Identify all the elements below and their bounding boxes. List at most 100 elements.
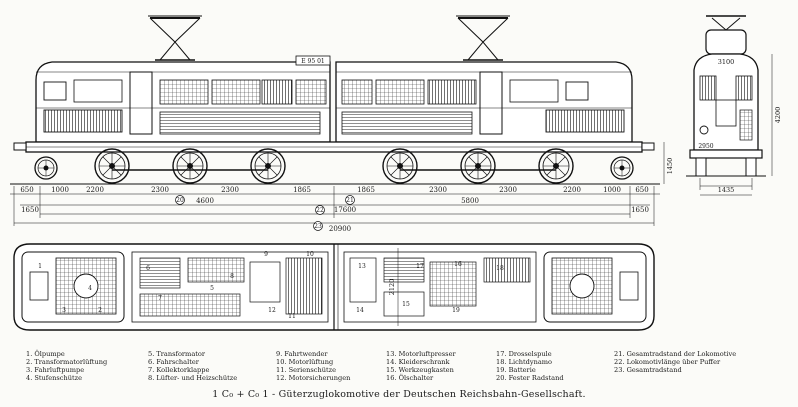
legend: 1. Ölpumpe 2. Transformatorlüftung 3. Fa… xyxy=(26,350,786,386)
legend-item: 13. Motorluftpresser xyxy=(386,350,456,358)
plan-callout: 5 xyxy=(210,285,214,292)
dim-label: 2200 xyxy=(86,186,104,194)
dim-label: 2300 xyxy=(221,186,239,194)
dim-label: 2200 xyxy=(563,186,581,194)
dim-label: 4200 xyxy=(774,107,782,124)
legend-item: 18. Lichtdynamo xyxy=(496,358,553,366)
legend-item: 9. Fahrtwender xyxy=(276,350,328,358)
plan-callout: 14 xyxy=(356,307,364,314)
legend-item: 10. Motorlüftung xyxy=(276,358,334,366)
legend-item: 20. Fester Radstand xyxy=(496,374,564,382)
buffer-right xyxy=(641,142,655,151)
pantograph-left xyxy=(148,15,202,61)
legend-item: 14. Kleiderschrank xyxy=(386,358,450,366)
wheel xyxy=(94,148,130,184)
plan-callout: 11 xyxy=(288,313,296,320)
figure-caption: 1 C₀ + C₀ 1 - Güterzuglokomotive der Deu… xyxy=(212,389,586,400)
dim-label: 17600 xyxy=(334,206,356,214)
plan-callout: 13 xyxy=(358,263,366,270)
dim-label: 1650 xyxy=(21,206,39,214)
dimension-lines xyxy=(10,142,665,226)
legend-item: 7. Kollektorklappe xyxy=(148,366,210,374)
circled-ref: 23 xyxy=(314,223,322,230)
wheel xyxy=(538,148,574,184)
legend-item: 8. Lüfter- und Heizschütze xyxy=(148,374,238,382)
legend-item: 5. Transformator xyxy=(148,350,206,358)
dim-label: 5800 xyxy=(461,197,479,205)
plan-callout: 12 xyxy=(268,307,276,314)
number-plate xyxy=(295,55,331,66)
dim-label: 1865 xyxy=(293,186,311,194)
body-left-half xyxy=(35,61,331,143)
legend-item: 11. Serienschütze xyxy=(276,366,337,374)
dim-label: 1000 xyxy=(51,186,69,194)
legend-item: 1. Ölpumpe xyxy=(26,350,65,358)
circled-refs: 20 21 22 23 xyxy=(175,195,355,231)
plan-callout: 19 xyxy=(452,307,460,314)
wheel xyxy=(382,148,418,184)
number-plate-text: E 95 01 xyxy=(301,58,324,65)
dim-label: 1450 xyxy=(666,158,674,175)
dim-label: 1650 xyxy=(631,206,649,214)
legend-item: 6. Fahrschalter xyxy=(148,358,199,366)
legend-column: 17. Drosselspule 18. Lichtdynamo 19. Bat… xyxy=(496,350,614,386)
wheel xyxy=(610,156,634,180)
legend-item: 12. Motorsicherungen xyxy=(276,374,351,382)
plan-view: 2120 1 2 3 4 5 6 7 8 9 10 11 12 13 14 15… xyxy=(13,243,655,331)
plan-callout: 16 xyxy=(454,261,462,268)
plan-callouts: 1 2 3 4 5 6 7 8 9 10 11 12 13 14 15 16 1… xyxy=(38,251,504,320)
dim-label: 2300 xyxy=(499,186,517,194)
legend-item: 23. Gesamtradstand xyxy=(614,366,682,374)
dim-label: 1865 xyxy=(357,186,375,194)
front-view: 3100 1435 2950 4200 xyxy=(686,15,782,196)
legend-item: 21. Gesamtradstand der Lokomotive xyxy=(614,350,737,358)
plan-callout: 18 xyxy=(496,265,504,272)
legend-column: 13. Motorluftpresser 14. Kleiderschrank … xyxy=(386,350,496,386)
plan-callout: 17 xyxy=(416,263,424,270)
plan-callout: 6 xyxy=(146,265,150,272)
legend-column: 9. Fahrtwender 10. Motorlüftung 11. Seri… xyxy=(276,350,386,386)
dim-label: 3100 xyxy=(718,58,735,66)
legend-column: 1. Ölpumpe 2. Transformatorlüftung 3. Fa… xyxy=(26,350,148,386)
plan-callout: 9 xyxy=(264,251,268,258)
circled-ref: 21 xyxy=(346,197,354,204)
plan-callout: 15 xyxy=(402,301,410,308)
locomotive-drawing: E 95 01 xyxy=(10,15,782,331)
legend-column: 5. Transformator 6. Fahrschalter 7. Koll… xyxy=(148,350,276,386)
dims-row1: 650 1000 2200 2300 2300 1865 1865 2300 2… xyxy=(20,186,648,194)
plan-callout: 1 xyxy=(38,263,42,270)
plan-callout: 8 xyxy=(230,273,234,280)
dim-label: 650 xyxy=(20,186,33,194)
wheel xyxy=(34,156,58,180)
pantograph-right xyxy=(456,15,510,61)
legend-item: 3. Fahrluftpumpe xyxy=(26,366,85,374)
legend-item: 15. Werkzeugkasten xyxy=(386,366,454,374)
wheel xyxy=(172,148,208,184)
legend-item: 19. Batterie xyxy=(496,366,536,374)
plan-callout: 4 xyxy=(88,285,92,292)
plan-callout: 2 xyxy=(98,307,102,314)
dim-label: 1435 xyxy=(718,186,735,194)
dim-label: 650 xyxy=(635,186,648,194)
legend-item: 16. Ölschalter xyxy=(386,374,434,382)
wheel xyxy=(460,148,496,184)
body-right-half xyxy=(335,61,633,143)
dim-label: 2950 xyxy=(698,143,713,150)
dim-label: 4600 xyxy=(196,197,214,205)
legend-item: 2. Transformatorlüftung xyxy=(26,358,108,366)
side-elevation: E 95 01 xyxy=(10,15,674,233)
legend-item: 22. Lokomotivlänge über Puffer xyxy=(614,358,721,366)
dim-label: 2120 xyxy=(388,279,396,296)
plan-callout: 7 xyxy=(158,295,162,302)
legend-column: 21. Gesamtradstand der Lokomotive 22. Lo… xyxy=(614,350,784,386)
buffer-left xyxy=(13,142,27,151)
legend-item: 4. Stufenschütze xyxy=(26,374,82,382)
plan-callout: 10 xyxy=(306,251,314,258)
dim-label: 1000 xyxy=(603,186,621,194)
dim-label: 2300 xyxy=(429,186,447,194)
circled-ref: 20 xyxy=(176,197,184,204)
circled-ref: 22 xyxy=(316,207,324,214)
dim-label: 20900 xyxy=(329,225,351,233)
plan-callout: 3 xyxy=(62,307,66,314)
legend-item: 17. Drosselspule xyxy=(496,350,552,358)
